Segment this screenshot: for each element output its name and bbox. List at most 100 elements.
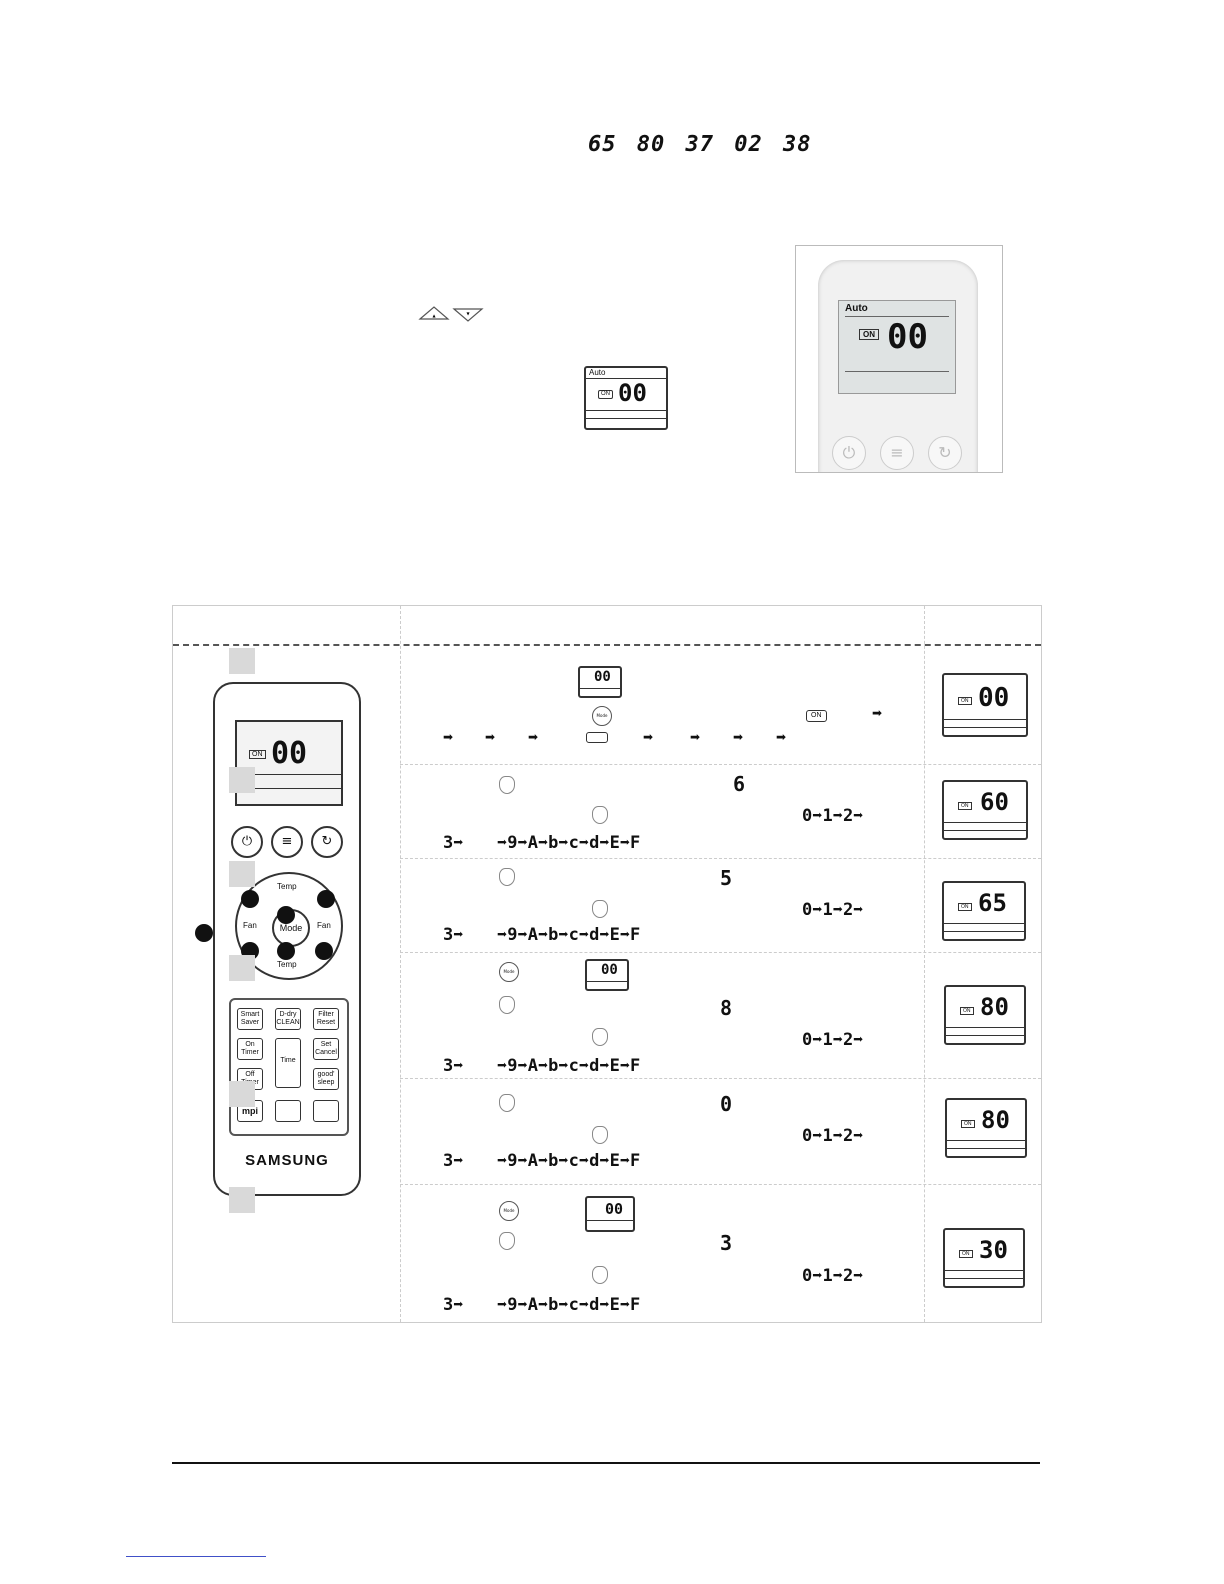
- pointer-arrow-icon: [277, 906, 295, 924]
- step-digit: 5: [720, 866, 733, 890]
- blank-button[interactable]: [275, 1100, 301, 1122]
- divider: [845, 316, 949, 317]
- fan-right-label[interactable]: Fan: [317, 921, 331, 930]
- pointer-arrow-icon: [317, 890, 335, 908]
- footer-link-underline[interactable]: [126, 1556, 266, 1557]
- d-dry-button[interactable]: D-dry CLEAN: [275, 1008, 301, 1030]
- hex-sequence: 0➡1➡2➡: [802, 806, 864, 826]
- temp-down-label[interactable]: Temp: [277, 960, 297, 969]
- on-indicator: ON: [598, 390, 613, 399]
- lcd-mode-label: Auto: [589, 368, 606, 377]
- divider: [586, 378, 666, 379]
- filter-reset-button[interactable]: Filter Reset: [313, 1008, 339, 1030]
- temp-down-icon: [499, 1094, 515, 1112]
- remote-lcd-number: 00: [271, 736, 308, 771]
- hex-sequence: 3➡: [443, 1295, 464, 1315]
- power-icon: ⏻: [832, 436, 866, 470]
- pointer-arrow-icon: [277, 942, 295, 960]
- code-value: 37: [685, 132, 714, 157]
- hex-sequence: 0➡1➡2➡: [802, 1126, 864, 1146]
- arrow-icon: ➡: [443, 730, 454, 744]
- hex-sequence: 3➡: [443, 833, 464, 853]
- divider: [944, 923, 1024, 924]
- hex-sequence: 3➡: [443, 925, 464, 945]
- mode-button-icon: Mode: [499, 1201, 519, 1221]
- good-sleep-button[interactable]: good' sleep: [313, 1068, 339, 1090]
- smart-saver-button[interactable]: Smart Saver: [237, 1008, 263, 1030]
- hex-sequence: ➡9➡A➡b➡c➡d➡E➡F: [497, 925, 641, 945]
- divider: [587, 981, 627, 982]
- mode-indicator-button[interactable]: ≡: [271, 826, 303, 858]
- row-divider: [400, 764, 1041, 765]
- on-indicator: ON: [960, 1007, 974, 1015]
- time-rocker[interactable]: Time: [275, 1038, 301, 1088]
- photo-lcd: Auto ON 00: [838, 300, 956, 394]
- result-number: 80: [980, 993, 1009, 1021]
- arrow-icon: ➡: [643, 730, 654, 744]
- hex-sequence: 0➡1➡2➡: [802, 1030, 864, 1050]
- divider: [845, 371, 949, 372]
- result-display: ON 80: [945, 1098, 1027, 1158]
- divider: [946, 1027, 1024, 1028]
- result-display: ON 30: [943, 1228, 1025, 1288]
- on-indicator: ON: [958, 903, 972, 911]
- temp-down-icon: [592, 1126, 608, 1144]
- row-divider: [400, 1078, 1041, 1079]
- on-indicator: ON: [959, 1250, 973, 1258]
- fan-left-label[interactable]: Fan: [243, 921, 257, 930]
- temp-up-icon: [499, 776, 515, 794]
- minus-button[interactable]: [313, 1100, 339, 1122]
- remote-on-indicator: ON: [249, 750, 266, 759]
- hex-sequence: ➡9➡A➡b➡c➡d➡E➡F: [497, 1151, 641, 1171]
- temp-down-icon: [499, 868, 515, 886]
- result-number: 30: [979, 1236, 1008, 1264]
- row-divider: [400, 858, 1041, 859]
- divider: [945, 1270, 1023, 1271]
- remote-lcd: ON 00: [235, 720, 343, 806]
- brand-logo: SAMSUNG: [245, 1152, 329, 1169]
- swing-button[interactable]: ↻: [311, 826, 343, 858]
- on-timer-button[interactable]: On Timer: [237, 1038, 263, 1060]
- lcd-number: 00: [605, 1200, 624, 1218]
- divider: [946, 1035, 1024, 1036]
- code-sequence: 65 80 37 02 38: [588, 132, 812, 157]
- lcd-number: 00: [594, 669, 611, 685]
- temp-up-icon: [499, 1232, 515, 1250]
- step-marker: [229, 955, 255, 981]
- result-display: ON 65: [942, 881, 1026, 941]
- row-divider: [400, 952, 1041, 953]
- temp-down-icon: [592, 900, 608, 918]
- pointer-arrow-icon: [195, 924, 213, 942]
- lcd-display-icon: Auto ON 00: [584, 366, 668, 430]
- arrow-icon: ➡: [690, 730, 701, 744]
- divider: [944, 931, 1024, 932]
- divider: [945, 1278, 1023, 1279]
- result-number: 65: [978, 889, 1007, 917]
- divider: [587, 1220, 633, 1221]
- divider: [586, 418, 666, 419]
- temp-up-icon: [592, 806, 608, 824]
- temp-up-icon: [592, 1266, 608, 1284]
- temp-up-label[interactable]: Temp: [277, 882, 297, 891]
- remote-control: ON 00 ⏻ ≡ ↻ Temp Temp Fan Fan Mode Smart…: [195, 682, 361, 1196]
- on-indicator: ON: [961, 1120, 975, 1128]
- temp-up-icon: [592, 1028, 608, 1046]
- result-display: ON 60: [942, 780, 1028, 840]
- hex-sequence: 0➡1➡2➡: [802, 900, 864, 920]
- power-button[interactable]: ⏻: [231, 826, 263, 858]
- svg-text:▲: ▲: [432, 313, 436, 318]
- divider: [580, 688, 620, 689]
- column-divider: [924, 606, 925, 1322]
- arrow-icon: ➡: [872, 706, 883, 720]
- hex-sequence: 3➡: [443, 1151, 464, 1171]
- display-photo: Auto ON 00 ⏻ ≡ ↻: [795, 245, 1003, 473]
- lcd-display-icon: 00: [585, 1196, 635, 1232]
- set-cancel-button[interactable]: Set Cancel: [313, 1038, 339, 1060]
- on-indicator: ON: [806, 710, 827, 722]
- column-divider: [400, 606, 401, 1322]
- remote-photo: Auto ON 00 ⏻ ≡ ↻: [818, 260, 978, 472]
- step-digit: 6: [733, 772, 746, 796]
- photo-on-indicator: ON: [859, 329, 879, 340]
- code-value: 80: [636, 132, 666, 157]
- step-marker: [229, 767, 255, 793]
